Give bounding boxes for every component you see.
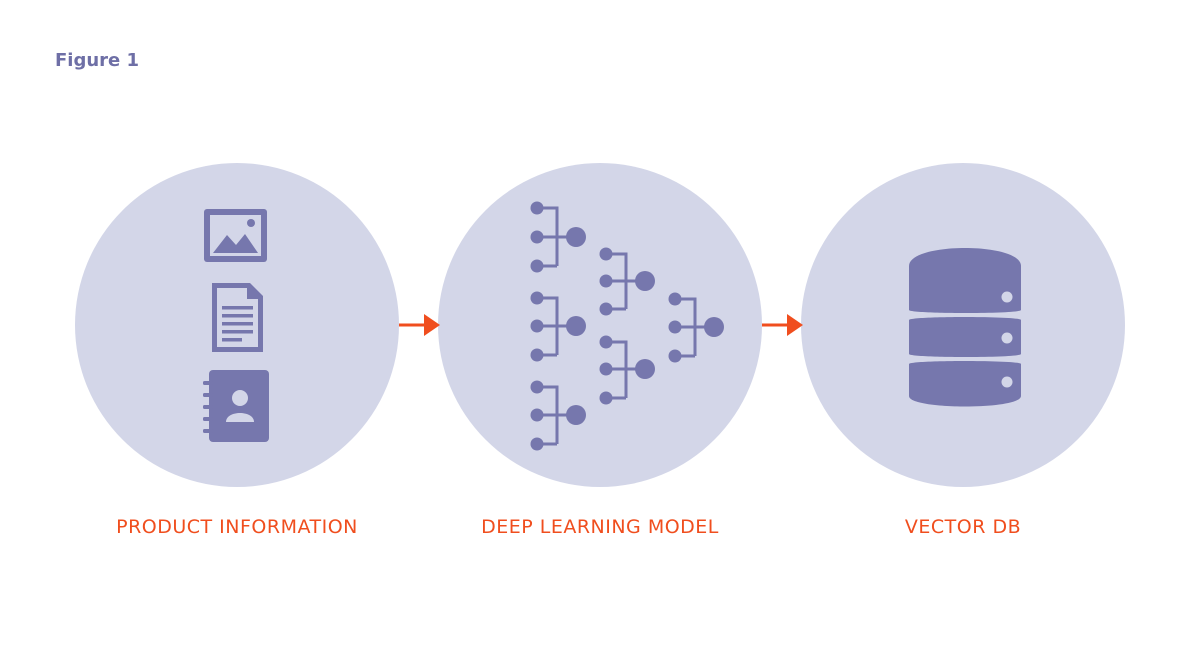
figure-label: Figure 1	[55, 50, 140, 71]
arrow-model-to-vectordb	[762, 314, 803, 336]
image-icon	[204, 209, 267, 262]
document-icon	[212, 283, 263, 352]
node-label-product-information: PRODUCT INFORMATION	[116, 516, 358, 538]
contact-book-icon	[203, 370, 269, 442]
node-label-vector-db: VECTOR DB	[904, 516, 1022, 538]
node-label-deep-learning-model: DEEP LEARNING MODEL	[481, 516, 719, 538]
database-icon	[909, 248, 1021, 407]
node-circle-deep-learning-model	[438, 163, 762, 487]
arrow-product-to-model	[399, 314, 440, 336]
neural-network-nodes	[530, 201, 724, 451]
